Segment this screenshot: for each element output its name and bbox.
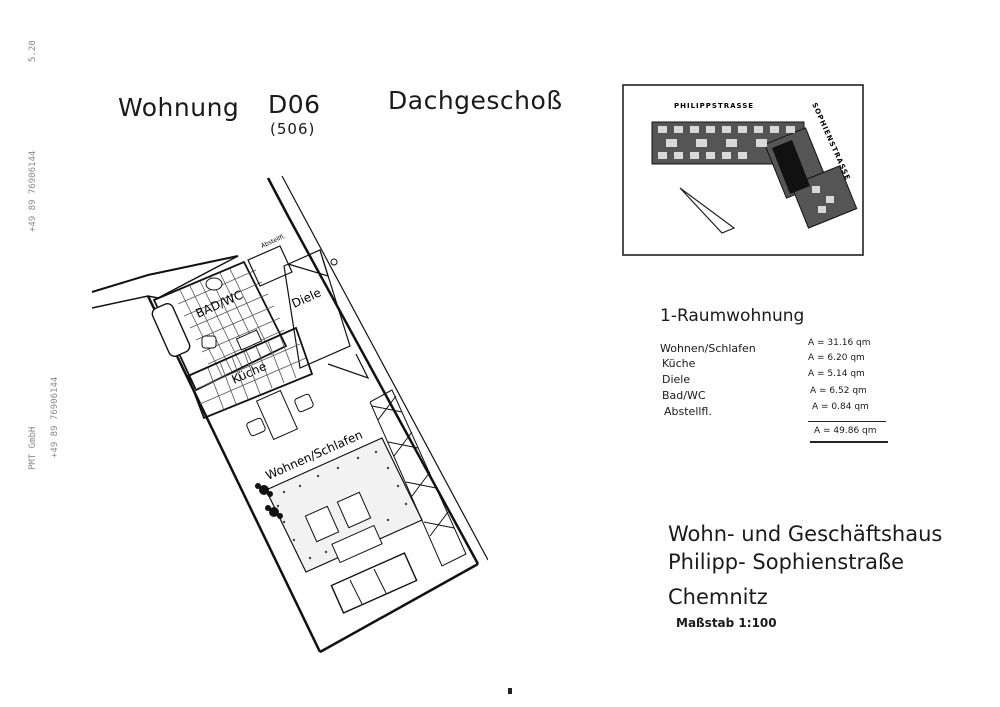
entry-door xyxy=(287,249,329,277)
area-name-row: Abstellfl. xyxy=(664,405,712,418)
bath-room xyxy=(151,260,288,392)
floor-name: Dachgeschoß xyxy=(388,86,563,115)
unit-label: Wohnung xyxy=(118,93,240,122)
stove-icon xyxy=(235,329,263,351)
living-room xyxy=(246,353,467,614)
chair-icon xyxy=(294,393,314,413)
hall-label: Diele xyxy=(290,285,324,310)
area-total-top-rule xyxy=(808,421,886,422)
door-bell-icon xyxy=(330,258,338,266)
areas-title: 1-Raumwohnung xyxy=(660,306,805,326)
kitchen-room xyxy=(186,326,314,420)
area-value-row: A = 31.16 qm xyxy=(808,338,871,348)
plant-icon xyxy=(255,483,283,519)
hall-room xyxy=(283,249,351,369)
dining-table xyxy=(255,389,299,441)
project-city: Chemnitz xyxy=(668,585,768,609)
punch-mark xyxy=(508,688,512,694)
coffee-table xyxy=(331,524,383,564)
unit-code: D06 xyxy=(268,90,321,119)
building-block xyxy=(651,121,858,229)
scale-label: Maßstab 1:100 xyxy=(676,616,777,630)
bathtub xyxy=(151,302,191,358)
bath-label: BAD/WC xyxy=(194,288,245,321)
area-value-row: A = 6.20 qm xyxy=(808,353,865,363)
floor-plan: BAD/WC Abstellfl. Diele Küche xyxy=(91,175,488,654)
armchair-icon xyxy=(336,491,372,529)
site-plan: PHILIPPSTRASSE SOPHIENSTRASSE xyxy=(622,84,864,256)
street-label-top: PHILIPPSTRASSE xyxy=(674,102,754,110)
area-name-row: Diele xyxy=(662,373,691,386)
living-door xyxy=(327,353,370,380)
area-value-row: A = 5.14 qm xyxy=(808,369,865,379)
fax-sender: PMT GmbH xyxy=(28,426,38,470)
sofa-icon xyxy=(330,552,418,614)
area-total: A = 49.86 qm xyxy=(814,426,877,436)
project-line-2: Philipp- Sophienstraße xyxy=(668,550,905,574)
fax-number-top: +49 89 76906144 xyxy=(28,150,38,232)
area-value-row: A = 0.84 qm xyxy=(812,402,869,412)
area-name-row: Wohnen/Schlafen xyxy=(660,342,756,355)
fax-number-middle: +49 89 76906144 xyxy=(50,376,60,458)
area-total-underline xyxy=(810,441,888,443)
chair-icon xyxy=(246,417,266,437)
area-value-row: A = 6.52 qm xyxy=(810,386,867,396)
fax-page-mark: 5.20 xyxy=(28,40,38,62)
unit-subcode: (506) xyxy=(270,120,316,138)
north-arrow-icon xyxy=(679,187,736,234)
storage-label: Abstellfl. xyxy=(260,233,287,250)
project-line-1: Wohn- und Geschäftshaus xyxy=(668,522,943,546)
area-name-row: Küche xyxy=(662,357,696,370)
window-glazing xyxy=(369,389,467,567)
area-name-row: Bad/WC xyxy=(662,389,706,402)
armchair-icon xyxy=(304,505,340,543)
washbasin-icon xyxy=(201,335,217,349)
storage-room xyxy=(247,245,293,287)
toilet-icon xyxy=(205,277,223,291)
